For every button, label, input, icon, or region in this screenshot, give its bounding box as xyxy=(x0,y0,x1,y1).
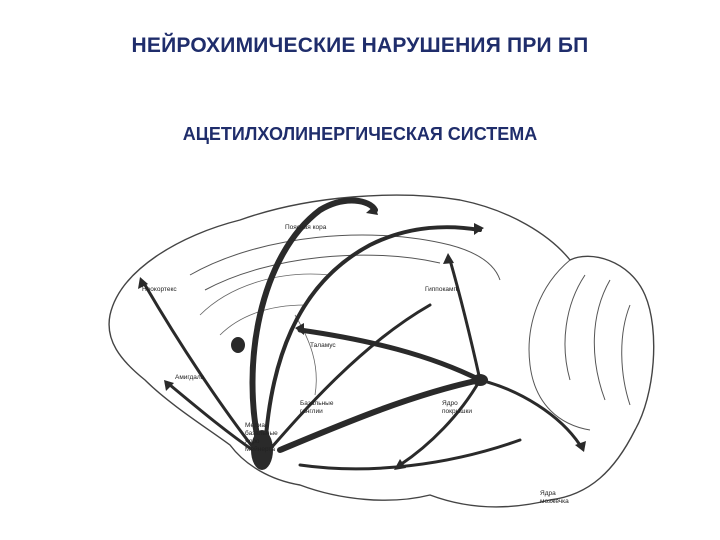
label-tegmental-nucleus: Ядро покрышки xyxy=(442,400,472,415)
pathway-brainstem xyxy=(300,440,520,469)
label-basal-ganglia: Базальные ганглии xyxy=(300,400,335,415)
pathway-tegmental-to-cerebellum xyxy=(480,380,580,445)
arrow-heads xyxy=(138,205,586,470)
medial-septum-blob xyxy=(231,337,245,353)
label-amygdala: Амигдала xyxy=(175,374,205,381)
label-neocortex: Неокортекс xyxy=(142,286,177,293)
slide-title: НЕЙРОХИМИЧЕСКИЕ НАРУШЕНИЯ ПРИ БП xyxy=(0,34,720,58)
pathway-tegmental-to-cortex xyxy=(450,260,480,380)
cholinergic-pathways xyxy=(145,201,580,469)
label-cingulate-cortex: Поясная кора xyxy=(285,224,327,231)
brain-diagram: Медиа- базальные ядро Мейнерта Ядро покр… xyxy=(70,165,685,540)
arrow-head xyxy=(443,253,454,264)
cerebellum-outline xyxy=(529,260,630,430)
label-hippocampus: Гиппокамп xyxy=(425,286,458,293)
brain-diagram-svg: Медиа- базальные ядро Мейнерта Ядро покр… xyxy=(70,165,685,540)
pathway-tegmental-to-basal xyxy=(280,380,480,450)
label-cerebellar-nuclei: Ядра мозжечка xyxy=(540,490,569,505)
pathway-tegmental-to-thalamus xyxy=(300,330,480,380)
pathway-basal-to-hippocampus xyxy=(265,305,430,455)
pathway-basal-to-neocortex xyxy=(145,285,255,450)
tegmental-nucleus-blob xyxy=(472,374,488,386)
slide-subtitle: АЦЕТИЛХОЛИНЕРГИЧЕСКАЯ СИСТЕМА xyxy=(0,124,720,145)
arrow-head xyxy=(295,323,304,335)
arrow-head xyxy=(474,223,484,235)
label-thalamus: Таламус xyxy=(310,342,336,349)
